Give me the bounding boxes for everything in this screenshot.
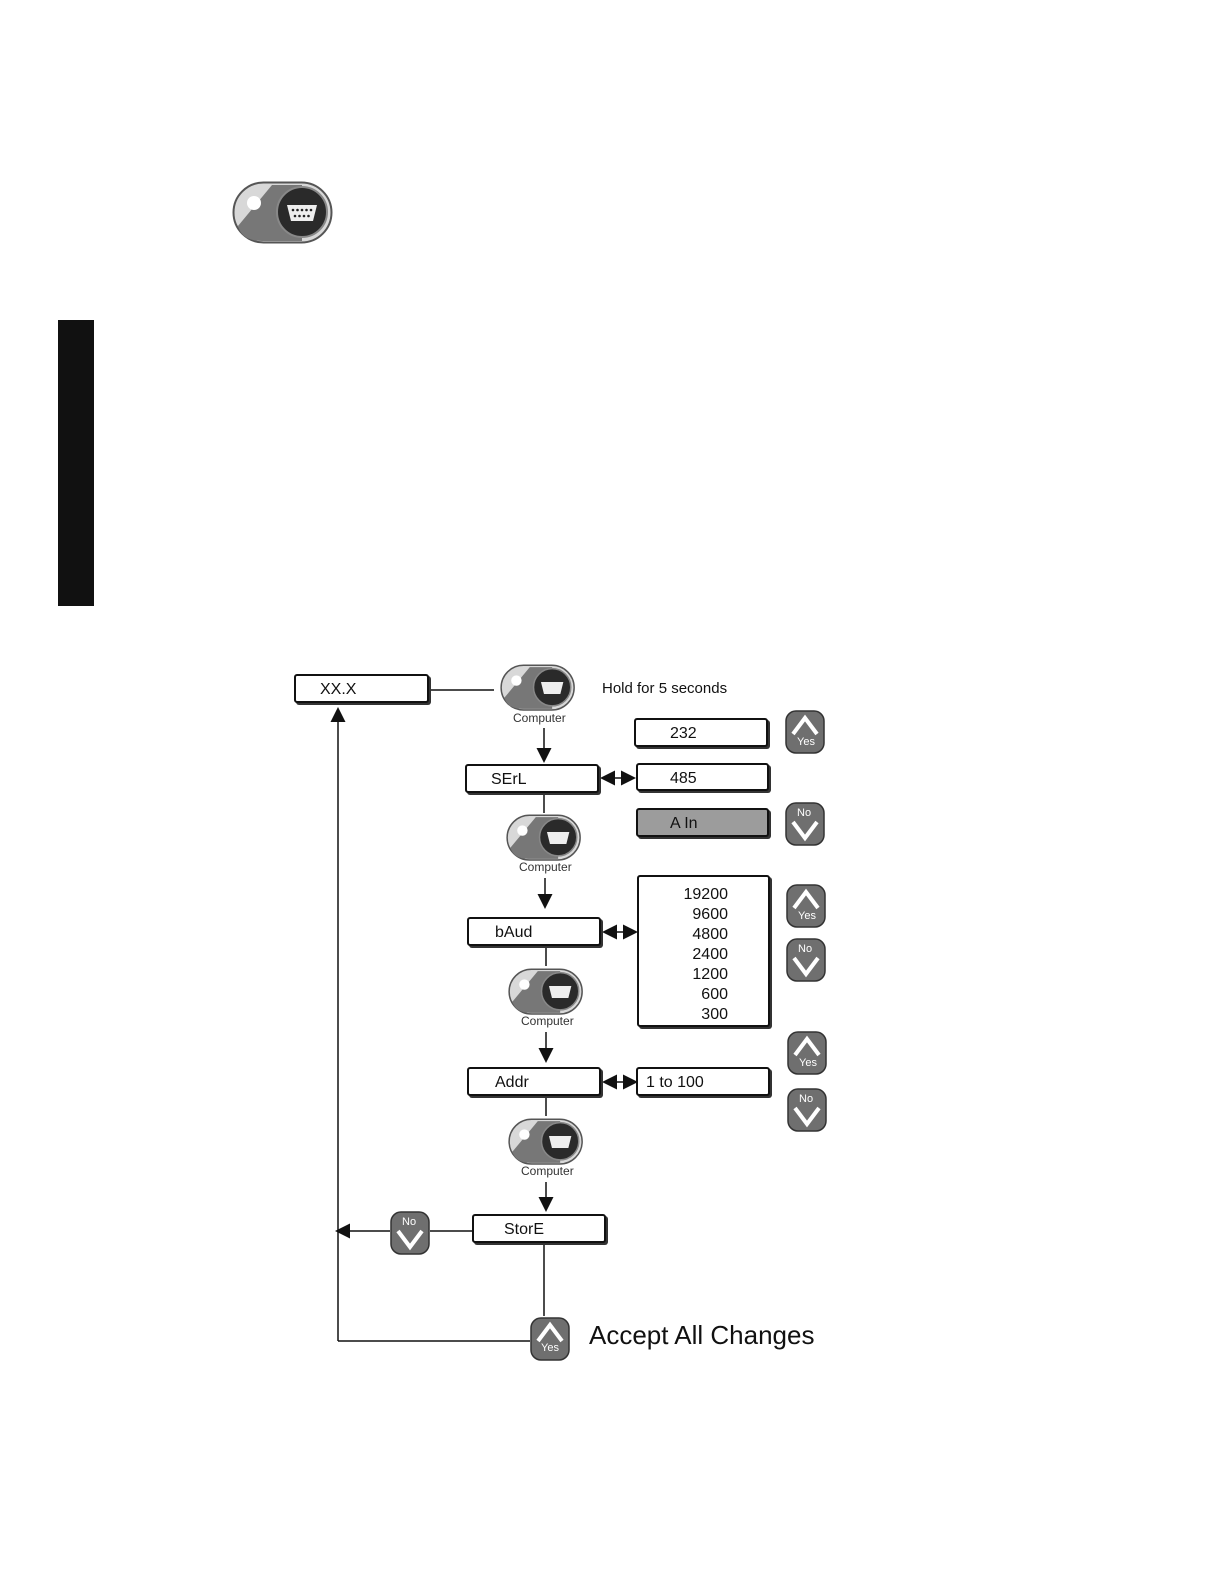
serial-step-box: SErL: [465, 764, 599, 793]
serial-option-485: 485: [636, 763, 769, 791]
serial-step-label: SErL: [491, 772, 527, 788]
baud-option: 9600: [692, 906, 728, 924]
baud-option: 19200: [684, 886, 729, 904]
computer-label: Computer: [521, 1014, 574, 1028]
yes-key-label: Yes: [797, 736, 815, 748]
no-key-label: No: [799, 1093, 813, 1105]
serial-option-label: A In: [670, 816, 698, 832]
display-value: XX.X: [320, 682, 356, 698]
yes-key-label: Yes: [799, 1057, 817, 1069]
baud-option: 4800: [692, 926, 728, 944]
serial-option-label: 232: [670, 726, 697, 742]
no-key-label: No: [402, 1216, 416, 1228]
address-range-label: 1 to 100: [646, 1075, 704, 1091]
baud-step-label: bAud: [495, 925, 532, 941]
display-box: XX.X: [294, 674, 429, 703]
serial-option-ain: A In: [636, 808, 769, 837]
computer-label: Computer: [521, 1164, 574, 1178]
baud-step-box: bAud: [467, 917, 601, 946]
baud-option: 300: [701, 1006, 728, 1024]
yes-key-label: Yes: [798, 910, 816, 922]
computer-label: Computer: [519, 860, 572, 874]
address-step-box: Addr: [467, 1067, 601, 1096]
serial-option-232: 232: [634, 718, 768, 747]
computer-key-icon: [500, 664, 576, 712]
baud-option: 1200: [692, 966, 728, 984]
no-key-label: No: [798, 943, 812, 955]
baud-option: 2400: [692, 946, 728, 964]
accept-all-changes: Accept All Changes: [589, 1320, 814, 1351]
computer-key-icon: [506, 814, 582, 862]
computer-label: Computer: [513, 711, 566, 725]
computer-key-icon: [232, 181, 334, 245]
yes-key-icon: [530, 1317, 570, 1361]
no-key-label: No: [797, 807, 811, 819]
yes-key-label: Yes: [541, 1342, 559, 1354]
baud-option: 600: [701, 986, 728, 1004]
baud-options-list: 19200 9600 4800 2400 1200 600 300: [637, 875, 770, 1027]
store-step-label: StorE: [504, 1222, 544, 1238]
computer-key-icon: [508, 968, 584, 1016]
store-step-box: StorE: [472, 1214, 606, 1243]
address-step-label: Addr: [495, 1075, 529, 1091]
computer-key-icon: [508, 1118, 584, 1166]
address-range-box: 1 to 100: [636, 1067, 770, 1096]
serial-option-label: 485: [670, 771, 697, 787]
hold-instruction: Hold for 5 seconds: [602, 680, 727, 697]
